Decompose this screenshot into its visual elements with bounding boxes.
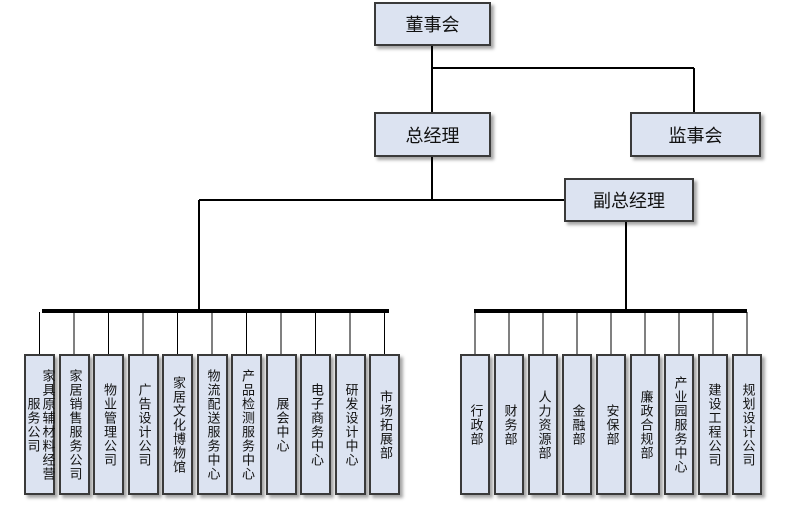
left-unit-label: 电子商务中心 [308, 382, 323, 467]
left-unit-9: 电子商务中心 [300, 354, 331, 495]
left-unit-label: 物业管理公司 [101, 382, 116, 467]
general-manager-label: 总经理 [405, 125, 460, 147]
left-unit-label: 市场拓展部 [377, 389, 392, 460]
right-unit-label: 人力资源部 [535, 389, 551, 460]
right-unit-label: 建设工程公司 [705, 382, 721, 467]
right-unit-4: 金融部 [562, 354, 592, 495]
left-unit-6: 物流配送服务中心 [196, 354, 228, 495]
deputy-general-manager-box: 副总经理 [564, 178, 694, 222]
left-unit-4: 广告设计公司 [127, 354, 159, 495]
left-unit-label: 产品检测服务中心 [239, 368, 254, 481]
supervisory-board-box: 监事会 [630, 112, 761, 157]
right-unit-label: 财务部 [501, 403, 517, 446]
right-unit-8: 建设工程公司 [698, 354, 728, 495]
left-unit-label: 家居销售服务公司 [66, 368, 82, 481]
right-unit-6: 廉政合规部 [630, 354, 660, 495]
right-unit-label: 行政部 [467, 403, 483, 446]
deputy-general-manager-label: 副总经理 [593, 191, 665, 212]
left-unit-label: 展会中心 [273, 396, 289, 453]
board-label: 董事会 [405, 15, 460, 36]
left-unit-1: 家具原辅材料经营服务公司 [24, 354, 55, 495]
right-unit-label: 产业园服务中心 [671, 375, 687, 474]
right-unit-9: 规划设计公司 [732, 354, 762, 495]
right-unit-3: 人力资源部 [528, 354, 558, 495]
right-unit-label: 规划设计公司 [739, 382, 755, 467]
left-unit-label: 服务公司 [24, 396, 40, 453]
general-manager-box: 总经理 [374, 112, 491, 157]
left-unit-5: 家居文化博物馆 [162, 354, 193, 495]
left-unit-3: 物业管理公司 [93, 354, 124, 495]
left-unit-label: 物流配送服务中心 [204, 368, 220, 481]
left-unit-11: 市场拓展部 [369, 354, 400, 495]
left-unit-10: 研发设计中心 [334, 354, 366, 495]
left-unit-2: 家居销售服务公司 [58, 354, 90, 495]
left-unit-label: 广告设计公司 [135, 382, 151, 467]
right-unit-label: 安保部 [603, 403, 619, 446]
right-unit-7: 产业园服务中心 [664, 354, 694, 495]
right-unit-2: 财务部 [494, 354, 524, 495]
left-unit-8: 展会中心 [265, 354, 297, 495]
left-unit-7: 产品检测服务中心 [231, 354, 262, 495]
right-unit-label: 廉政合规部 [637, 389, 653, 460]
right-unit-label: 金融部 [569, 403, 585, 446]
board-box: 董事会 [374, 2, 491, 46]
right-unit-1: 行政部 [460, 354, 490, 495]
left-unit-label: 家居文化博物馆 [170, 375, 185, 474]
left-unit-label: 研发设计中心 [342, 382, 358, 467]
left-unit-label: 家具原辅材料经营 [39, 368, 55, 481]
supervisory-board-label: 监事会 [668, 125, 723, 147]
right-unit-5: 安保部 [596, 354, 626, 495]
